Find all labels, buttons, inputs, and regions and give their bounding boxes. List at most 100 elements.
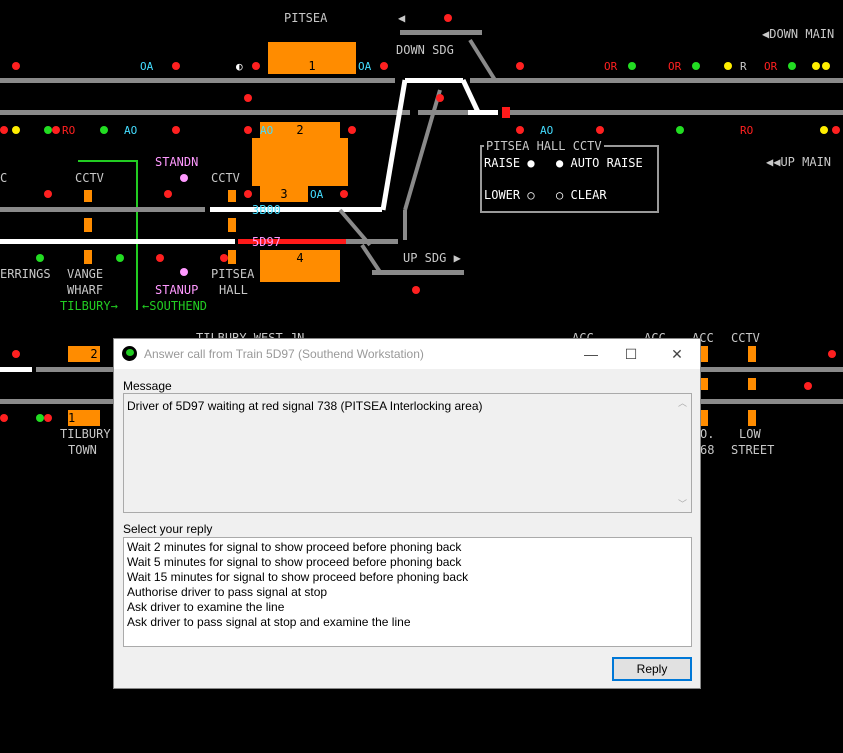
signal-red[interactable]: [52, 126, 60, 134]
signal-green[interactable]: [676, 126, 684, 134]
signal-green[interactable]: [788, 62, 796, 70]
message-box: Driver of 5D97 waiting at red signal 738…: [123, 393, 692, 513]
label-down-main: DOWN MAIN: [769, 27, 835, 41]
signal-red[interactable]: [596, 126, 604, 134]
signal-red[interactable]: [832, 126, 840, 134]
label-down-sdg: DOWN SDG: [396, 43, 454, 57]
block-number: 4: [296, 251, 304, 265]
track-occupied: [238, 239, 346, 244]
signal-yellow[interactable]: [822, 62, 830, 70]
signal-red[interactable]: [444, 14, 452, 22]
signal-green[interactable]: [36, 254, 44, 262]
signal-green[interactable]: [36, 414, 44, 422]
message-scrollbar[interactable]: ︿ ﹀: [675, 394, 691, 512]
signal-text: RO: [740, 124, 754, 137]
signal-text: OA: [358, 60, 372, 73]
signal-text: RO: [62, 124, 76, 137]
train-id-5d97[interactable]: 5D97: [252, 235, 281, 249]
signal-red[interactable]: [804, 382, 812, 390]
label-standn: STANDN: [155, 155, 199, 169]
signal-green[interactable]: [116, 254, 124, 262]
signal-red[interactable]: [12, 62, 20, 70]
dialog-titlebar[interactable]: Answer call from Train 5D97 (Southend Wo…: [114, 339, 700, 369]
boundary-line: [78, 160, 138, 162]
arrow-left-icon: ◀: [398, 11, 406, 25]
signal-red[interactable]: [252, 62, 260, 70]
signal-red[interactable]: [220, 254, 228, 262]
label-errings: ERRINGS: [0, 267, 51, 281]
signal-green[interactable]: [628, 62, 636, 70]
signal-red[interactable]: [436, 94, 444, 102]
train-id-3b00[interactable]: 3B00: [252, 203, 281, 217]
signal-red[interactable]: [44, 190, 52, 198]
boundary-line: [136, 160, 138, 310]
track-route-set: [405, 78, 463, 83]
signal-red[interactable]: [0, 414, 8, 422]
reply-option[interactable]: Authorise driver to pass signal at stop: [127, 585, 328, 599]
signal-red[interactable]: [516, 126, 524, 134]
raise-button[interactable]: RAISE ●: [484, 156, 535, 170]
track-loop: [0, 207, 205, 212]
close-button[interactable]: ✕: [671, 346, 683, 362]
signal-green[interactable]: [100, 126, 108, 134]
reply-option[interactable]: Wait 15 minutes for signal to show proce…: [127, 570, 469, 584]
signal-yellow[interactable]: [12, 126, 20, 134]
signal-yellow[interactable]: [812, 62, 820, 70]
label-southend-direction: ←SOUTHEND: [142, 299, 208, 313]
signal-red[interactable]: [516, 62, 524, 70]
label-cctv: CCTV: [211, 171, 240, 185]
signal-green[interactable]: [692, 62, 700, 70]
signal-subsidiary[interactable]: [180, 268, 188, 276]
arrow-left-icon: ◀: [762, 27, 770, 41]
signal-red[interactable]: [164, 190, 172, 198]
reply-option[interactable]: Ask driver to examine the line: [127, 600, 285, 614]
reply-button[interactable]: Reply: [612, 657, 692, 681]
block-indicator: 2: [68, 346, 100, 362]
signal-red[interactable]: [828, 350, 836, 358]
label-partial: 68: [700, 443, 715, 457]
track-occupied-marker: [502, 107, 510, 118]
signal-red[interactable]: [172, 62, 180, 70]
track-up-main: [0, 110, 410, 115]
signal-red[interactable]: [380, 62, 388, 70]
auto-raise-button[interactable]: ● AUTO RAISE: [556, 156, 643, 170]
reply-option[interactable]: Ask driver to pass signal at stop and ex…: [127, 615, 411, 629]
scroll-up-icon[interactable]: ︿: [678, 398, 688, 408]
signal-red[interactable]: [12, 350, 20, 358]
signal-yellow[interactable]: [724, 62, 732, 70]
signal-red[interactable]: [340, 190, 348, 198]
signal-red[interactable]: [156, 254, 164, 262]
block-number: 3: [280, 187, 288, 201]
clear-button[interactable]: ○ CLEAR: [556, 188, 607, 202]
lower-button[interactable]: LOWER ○: [484, 188, 535, 202]
minimize-button[interactable]: —: [584, 346, 598, 362]
signal-green[interactable]: [44, 126, 52, 134]
signal-yellow[interactable]: [820, 126, 828, 134]
reply-option[interactable]: Wait 2 minutes for signal to show procee…: [127, 540, 462, 554]
signal-subsidiary[interactable]: [180, 174, 188, 182]
signal-text: AO: [540, 124, 554, 137]
answer-call-dialog: Answer call from Train 5D97 (Southend Wo…: [113, 338, 701, 689]
signal-red[interactable]: [348, 126, 356, 134]
label-up-sdg: UP SDG: [403, 251, 447, 265]
track-route-set: [0, 367, 32, 372]
signal-text: AO: [124, 124, 138, 137]
track: [36, 367, 116, 372]
signal-red[interactable]: [244, 126, 252, 134]
track-down-siding: [400, 30, 482, 35]
signal-red[interactable]: [0, 126, 8, 134]
signal-red[interactable]: [412, 286, 420, 294]
label-stanup: STANUP: [155, 283, 199, 297]
maximize-button[interactable]: ☐: [624, 346, 638, 362]
signal-red[interactable]: [244, 190, 252, 198]
reply-option[interactable]: Wait 5 minutes for signal to show procee…: [127, 555, 462, 569]
label-wharf: WHARF: [67, 283, 104, 297]
signal-red[interactable]: [44, 414, 52, 422]
dialog-title: Answer call from Train 5D97 (Southend Wo…: [144, 347, 424, 361]
signal-text: AO: [260, 124, 274, 137]
signal-red[interactable]: [244, 94, 252, 102]
signal-red[interactable]: [172, 126, 180, 134]
label-up-main: UP MAIN: [780, 155, 832, 169]
label-tilbury-direction: TILBURY→: [60, 299, 118, 313]
scroll-down-icon[interactable]: ﹀: [678, 499, 688, 509]
